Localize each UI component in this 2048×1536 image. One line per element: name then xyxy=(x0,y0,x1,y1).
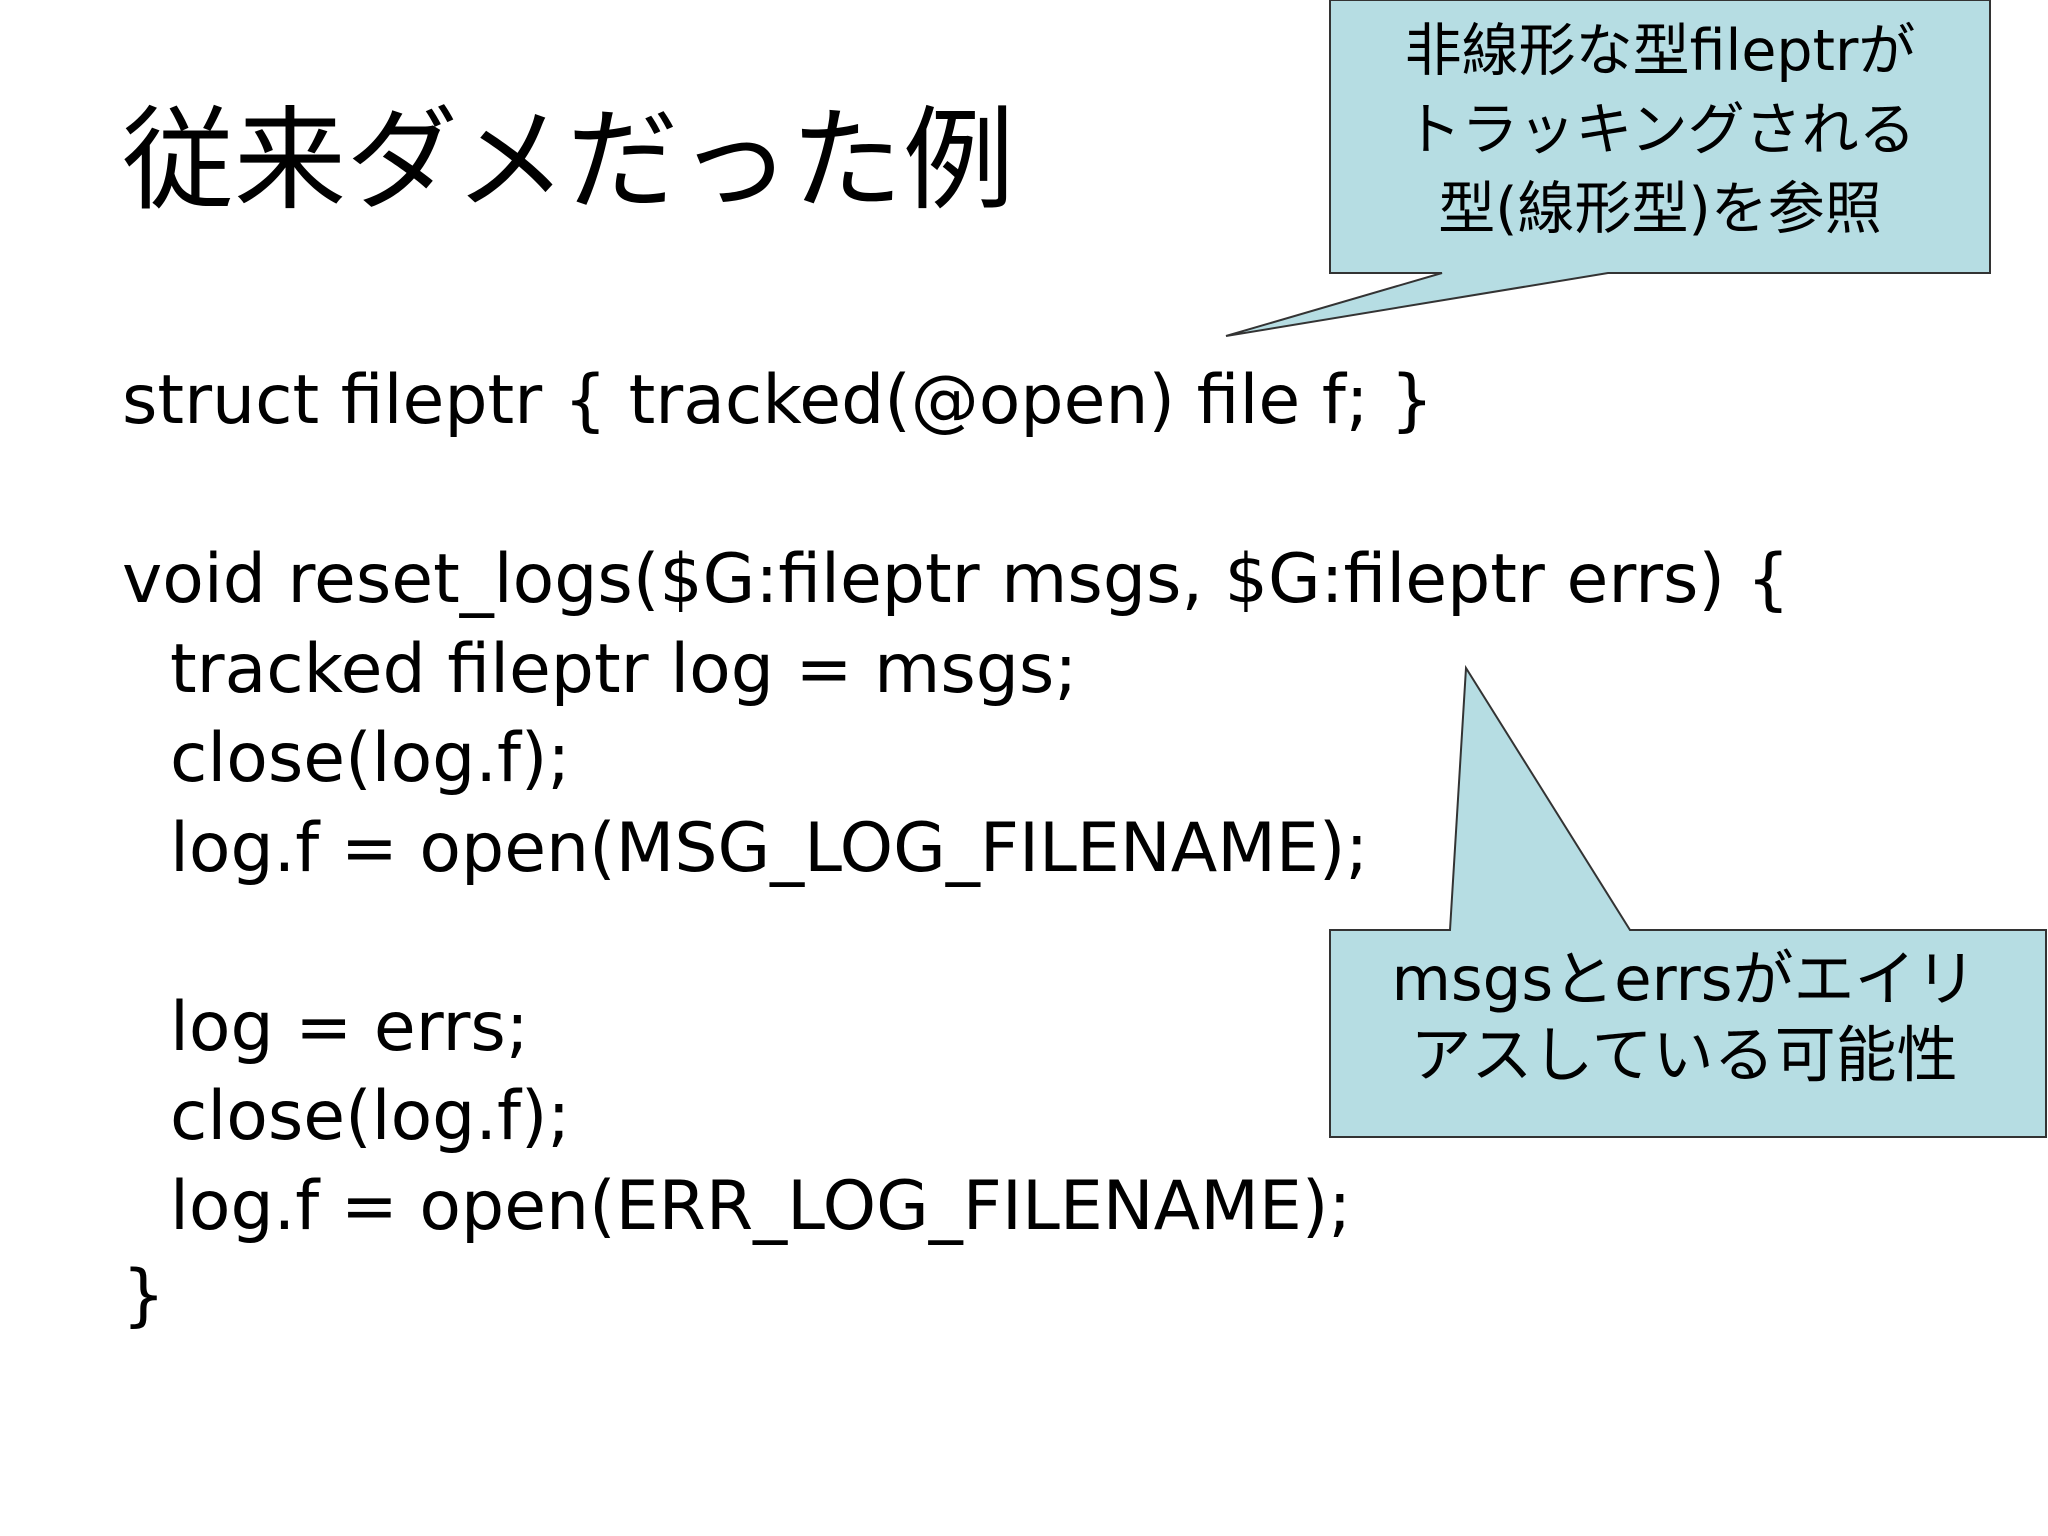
code-line: close(log.f); xyxy=(170,1077,571,1156)
slide-title: 従来ダメだった例 xyxy=(122,96,1015,226)
code-block: struct fileptr { tracked(@open) file f; … xyxy=(122,356,1790,1341)
callout-bottom-shape xyxy=(1329,664,2047,1138)
code-line: struct fileptr { tracked(@open) file f; … xyxy=(122,361,1434,440)
code-line: void reset_logs($G:fileptr msgs, $G:file… xyxy=(122,540,1790,619)
callout-top-text: 非線形な型fileptrが トラッキングされる 型(線形型)を参照 xyxy=(1404,18,1916,242)
code-line: } xyxy=(122,1256,166,1335)
code-line: log.f = open(MSG_LOG_FILENAME); xyxy=(170,808,1369,888)
code-line: log.f = open(ERR_LOG_FILENAME); xyxy=(170,1166,1352,1246)
code-line: tracked fileptr log = msgs; xyxy=(170,629,1078,709)
code-line: log = errs; xyxy=(170,987,529,1067)
code-line: close(log.f); xyxy=(170,719,571,798)
callout-bottom-text: msgsとerrsがエイリ アスしている可能性 xyxy=(1391,944,1977,1091)
callout-top-shape xyxy=(1225,0,1991,337)
